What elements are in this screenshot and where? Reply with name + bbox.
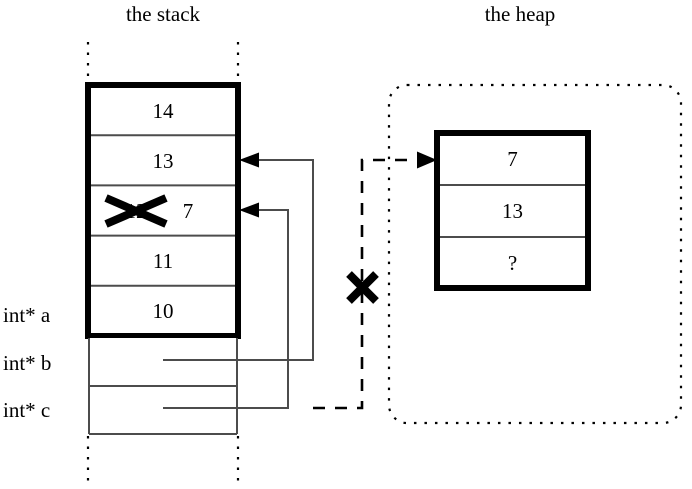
stack-frame-cells xyxy=(85,82,241,339)
heap-cell-value-0: 7 xyxy=(507,147,518,171)
heap-block-cells xyxy=(434,130,591,291)
heap-title: the heap xyxy=(484,2,556,26)
stack-cell-value-4: 10 xyxy=(152,299,174,323)
broken-pointer-x-mark xyxy=(346,271,379,304)
var-label-a: int* a xyxy=(3,303,51,327)
stack-pointer-cells xyxy=(88,338,238,435)
pointer-arrow-b xyxy=(163,152,314,361)
stack-cell-value-0: 14 xyxy=(152,99,174,123)
stack-cell-value-3: 11 xyxy=(152,249,174,273)
pointer-arrow-c xyxy=(163,202,289,409)
stack-title: the stack xyxy=(125,2,201,26)
var-label-c: int* c xyxy=(3,398,51,422)
var-label-b: int* b xyxy=(3,351,52,375)
stack-cell-value-2-struck: 12 xyxy=(125,199,147,223)
stack-cell-value-1: 13 xyxy=(152,149,174,173)
strikethrough-x-mark-stack xyxy=(104,194,168,228)
heap-cell-value-2: ? xyxy=(507,251,518,275)
heap-cell-value-1: 13 xyxy=(502,199,523,223)
dangling-pointer-arrow xyxy=(313,151,437,410)
stack-cell-value-2-replacement: 7 xyxy=(182,199,194,223)
heap-region-outline xyxy=(387,83,683,425)
